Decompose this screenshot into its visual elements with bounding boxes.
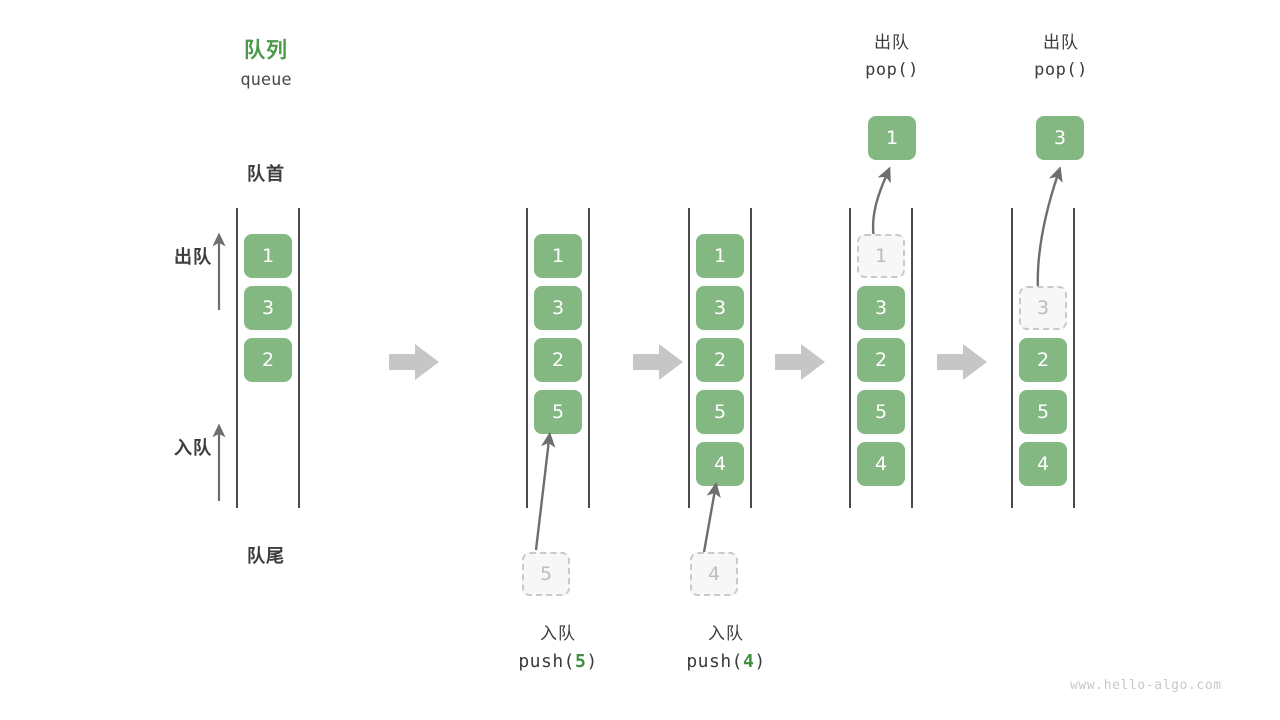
queue-element: 3: [696, 286, 744, 330]
step-arrow-4-icon: [937, 344, 987, 380]
page-title: 队列: [244, 39, 288, 62]
rail-left: [688, 208, 690, 508]
push-4-caption-cn: 入队: [708, 624, 744, 643]
push-5-arrow-icon: [534, 431, 556, 551]
queue-element: 3: [857, 286, 905, 330]
queue-element: 2: [1019, 338, 1067, 382]
front-label: 队首: [247, 164, 285, 184]
push-4-caption: 入队 push(4): [641, 620, 811, 677]
push-4-arrow-icon: [702, 481, 721, 553]
push-5-caption-code: push(5): [518, 651, 598, 672]
popped-element: 1: [868, 116, 916, 160]
step-arrow-1-icon: [389, 344, 439, 380]
rail-right: [298, 208, 300, 508]
enqueue-direction-arrow-icon: [212, 423, 226, 501]
queue-element: 1: [696, 234, 744, 278]
queue-element: 2: [244, 338, 292, 382]
rail-left: [1011, 208, 1013, 508]
pop-3-caption-cn: 出队: [1043, 33, 1079, 52]
queue-element: 3: [534, 286, 582, 330]
queue-element: 5: [696, 390, 744, 434]
queue-element: 2: [696, 338, 744, 382]
queue-element: 2: [857, 338, 905, 382]
pop-3-caption: 出队 pop(): [981, 30, 1141, 84]
rail-right: [750, 208, 752, 508]
rail-left: [236, 208, 238, 508]
queue-element: 4: [696, 442, 744, 486]
dequeue-direction-arrow-icon: [212, 232, 226, 310]
queue-element: 3: [244, 286, 292, 330]
dequeue-direction-label: 出队: [174, 247, 212, 267]
queue-element: 1: [244, 234, 292, 278]
queue-element: 1: [534, 234, 582, 278]
pop-3-arrow-icon: [1036, 166, 1063, 291]
queue-element: 4: [857, 442, 905, 486]
push-5-caption: 入队 push(5): [473, 620, 643, 677]
pop-1-caption-code: pop(): [865, 60, 919, 80]
queue-element: 5: [534, 390, 582, 434]
rail-right: [911, 208, 913, 508]
incoming-element-ghost: 4: [690, 552, 738, 596]
step-arrow-3-icon: [775, 344, 825, 380]
rail-left: [849, 208, 851, 508]
rail-left: [526, 208, 528, 508]
pop-3-caption-code: pop(): [1034, 60, 1088, 80]
rail-right: [1073, 208, 1075, 508]
queue-element: 2: [534, 338, 582, 382]
push-4-caption-code: push(4): [686, 651, 766, 672]
watermark: www.hello-algo.com: [1070, 678, 1222, 693]
popped-element: 3: [1036, 116, 1084, 160]
queue-element-removed: 1: [857, 234, 905, 278]
queue-element: 5: [1019, 390, 1067, 434]
queue-element-removed: 3: [1019, 286, 1067, 330]
queue-element: 4: [1019, 442, 1067, 486]
rail-right: [588, 208, 590, 508]
step-arrow-2-icon: [633, 344, 683, 380]
rear-label: 队尾: [247, 546, 285, 566]
enqueue-direction-label: 入队: [174, 438, 212, 458]
page-subtitle: queue: [240, 70, 292, 90]
incoming-element-ghost: 5: [522, 552, 570, 596]
push-5-caption-cn: 入队: [540, 624, 576, 643]
queue-element: 5: [857, 390, 905, 434]
pop-1-caption-cn: 出队: [874, 33, 910, 52]
pop-1-caption: 出队 pop(): [812, 30, 972, 84]
pop-1-arrow-icon: [871, 166, 891, 239]
